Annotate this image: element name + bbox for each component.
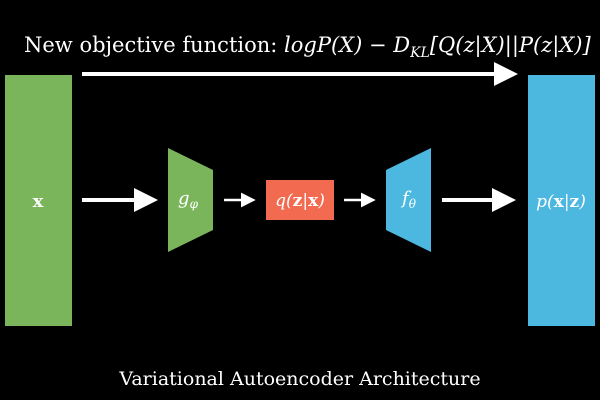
objective-title: New objective function: logP(X) − DKL[Q(… [24,33,591,61]
latent-label: q(z|x) [275,191,325,211]
diagram-caption: Variational Autoencoder Architecture [118,368,480,390]
input-label: x [33,191,44,212]
decoder-block [386,148,431,252]
latent-block [266,180,334,220]
encoder-label: gφ [178,188,199,211]
input-block [5,75,72,326]
output-block [528,75,595,326]
output-label: p(x|z) [536,192,586,212]
encoder-block [168,148,213,252]
